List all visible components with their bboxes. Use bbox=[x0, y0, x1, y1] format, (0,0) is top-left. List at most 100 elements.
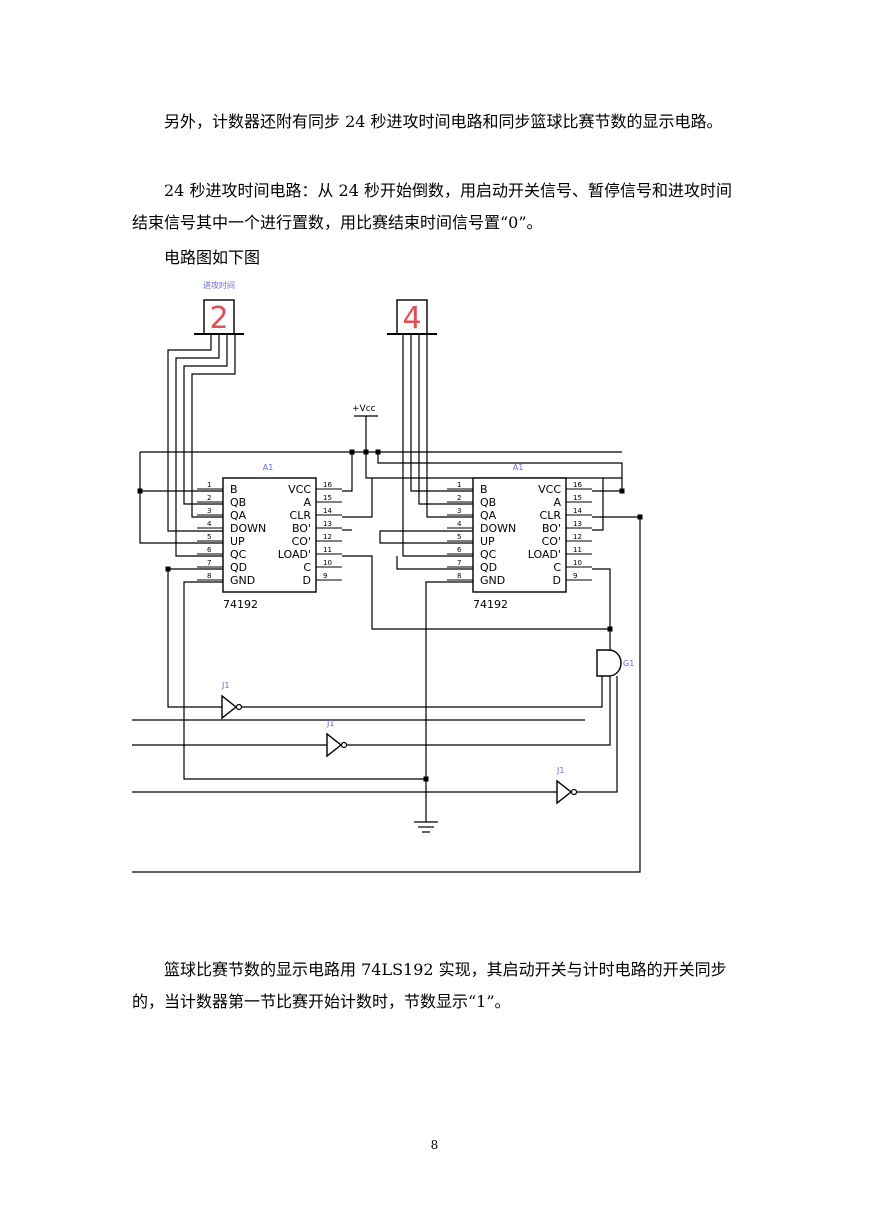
wire bbox=[342, 478, 373, 518]
gate-label: G1 bbox=[623, 659, 634, 668]
pin-number: 10 bbox=[573, 559, 582, 567]
pin-name: VCC bbox=[538, 483, 561, 496]
pin-name: QC bbox=[230, 548, 247, 561]
wire bbox=[342, 452, 353, 492]
pin-number: 1 bbox=[207, 481, 211, 489]
display-tens-digit: 2 bbox=[209, 301, 228, 336]
pin-number: 11 bbox=[323, 546, 332, 554]
display-units-digit: 4 bbox=[402, 301, 421, 336]
wire bbox=[425, 581, 473, 822]
chip-tens-part: 74192 bbox=[223, 598, 258, 611]
chip-tens bbox=[222, 477, 317, 593]
wire bbox=[139, 452, 223, 544]
paragraph-24s-circuit: 24 秒进攻时间电路：从 24 秒开始倒数，用启动开关信号、暂停信号和进攻时间结… bbox=[132, 181, 732, 232]
pin-name: VCC bbox=[288, 483, 311, 496]
pin-number: 2 bbox=[207, 494, 211, 502]
pin-name: UP bbox=[480, 535, 495, 548]
pin-number: 11 bbox=[573, 546, 582, 554]
pin-name: QC bbox=[480, 548, 497, 561]
pin-number: 4 bbox=[457, 520, 462, 528]
display-tens bbox=[203, 299, 235, 335]
junction-dot bbox=[375, 449, 381, 455]
pin-number: 16 bbox=[323, 481, 332, 489]
pin-name: LOAD' bbox=[278, 548, 311, 561]
junction-dot bbox=[363, 449, 369, 455]
inverter-3 bbox=[556, 779, 573, 805]
inverter-2-label: J1 bbox=[326, 719, 334, 728]
chip-tens-ref: A1 bbox=[263, 463, 274, 472]
wire bbox=[592, 568, 611, 650]
pin-name: QA bbox=[480, 509, 497, 522]
junction-dot bbox=[637, 514, 643, 520]
paragraph-intro: 另外，计数器还附有同步 24 秒进攻时间电路和同步篮球比赛节数的显示电路。 bbox=[164, 112, 723, 131]
page-number: 8 bbox=[430, 1138, 439, 1152]
wire bbox=[191, 334, 236, 518]
pin-number: 3 bbox=[207, 507, 211, 515]
pin-name: DOWN bbox=[230, 522, 266, 535]
pin-number: 7 bbox=[457, 559, 461, 567]
wire bbox=[410, 334, 473, 492]
inverter-2 bbox=[326, 732, 343, 758]
wire bbox=[575, 676, 618, 793]
pin-number: 6 bbox=[457, 546, 462, 554]
inverter-3-label: J1 bbox=[556, 766, 564, 775]
junction-dot bbox=[137, 488, 143, 494]
pin-name: A bbox=[553, 496, 561, 509]
pin-number: 6 bbox=[207, 546, 212, 554]
wire bbox=[175, 334, 223, 557]
pin-number: 9 bbox=[573, 572, 577, 580]
pin-number: 7 bbox=[207, 559, 211, 567]
pin-number: 9 bbox=[323, 572, 327, 580]
wire bbox=[592, 478, 604, 531]
display-caption: 进攻时间 bbox=[203, 280, 235, 290]
pin-number: 8 bbox=[457, 572, 461, 580]
wire bbox=[132, 516, 641, 873]
and-gate-g1 bbox=[596, 649, 622, 677]
pin-number: 15 bbox=[323, 494, 332, 502]
pin-number: 1 bbox=[457, 481, 461, 489]
inverter-1-label: J1 bbox=[221, 681, 229, 690]
pin-number: 8 bbox=[207, 572, 211, 580]
pin-name: C bbox=[303, 561, 311, 574]
pin-name: D bbox=[303, 574, 311, 587]
wire bbox=[379, 530, 473, 544]
inverter-1-bubble bbox=[235, 703, 243, 711]
wire bbox=[344, 676, 611, 746]
pin-number: 4 bbox=[207, 520, 212, 528]
chip-units-part: 74192 bbox=[473, 598, 508, 611]
wire bbox=[342, 555, 610, 630]
pin-name: CLR bbox=[540, 509, 562, 522]
wire bbox=[183, 581, 426, 780]
pin-name: B bbox=[480, 483, 488, 496]
pin-name: DOWN bbox=[480, 522, 516, 535]
paragraph-quarter-display: 篮球比赛节数的显示电路用 74LS192 实现，其启动开关与计时电路的开关同步的… bbox=[132, 960, 727, 1011]
pin-number: 14 bbox=[573, 507, 582, 515]
pin-number: 12 bbox=[573, 533, 582, 541]
pin-name: GND bbox=[480, 574, 505, 587]
pin-name: QB bbox=[230, 496, 246, 509]
pin-number: 10 bbox=[323, 559, 332, 567]
pin-number: 15 bbox=[573, 494, 582, 502]
junction-dot bbox=[165, 566, 171, 572]
pin-number: 2 bbox=[457, 494, 461, 502]
pin-name: BO' bbox=[292, 522, 311, 535]
pin-name: QD bbox=[480, 561, 497, 574]
inverter-3-bubble bbox=[570, 788, 578, 796]
wire bbox=[396, 556, 473, 570]
pin-name: GND bbox=[230, 574, 255, 587]
pin-name: B bbox=[230, 483, 238, 496]
pin-number: 3 bbox=[457, 507, 461, 515]
pin-name: D bbox=[553, 574, 561, 587]
chip-units-ref: A1 bbox=[513, 463, 524, 472]
wire bbox=[183, 334, 228, 505]
pin-name: CO' bbox=[542, 535, 561, 548]
pin-name: LOAD' bbox=[528, 548, 561, 561]
pin-number: 14 bbox=[323, 507, 332, 515]
pin-name: CO' bbox=[292, 535, 311, 548]
pin-name: A bbox=[303, 496, 311, 509]
pin-name: CLR bbox=[290, 509, 312, 522]
pin-name: C bbox=[553, 561, 561, 574]
junction-dot bbox=[349, 449, 355, 455]
